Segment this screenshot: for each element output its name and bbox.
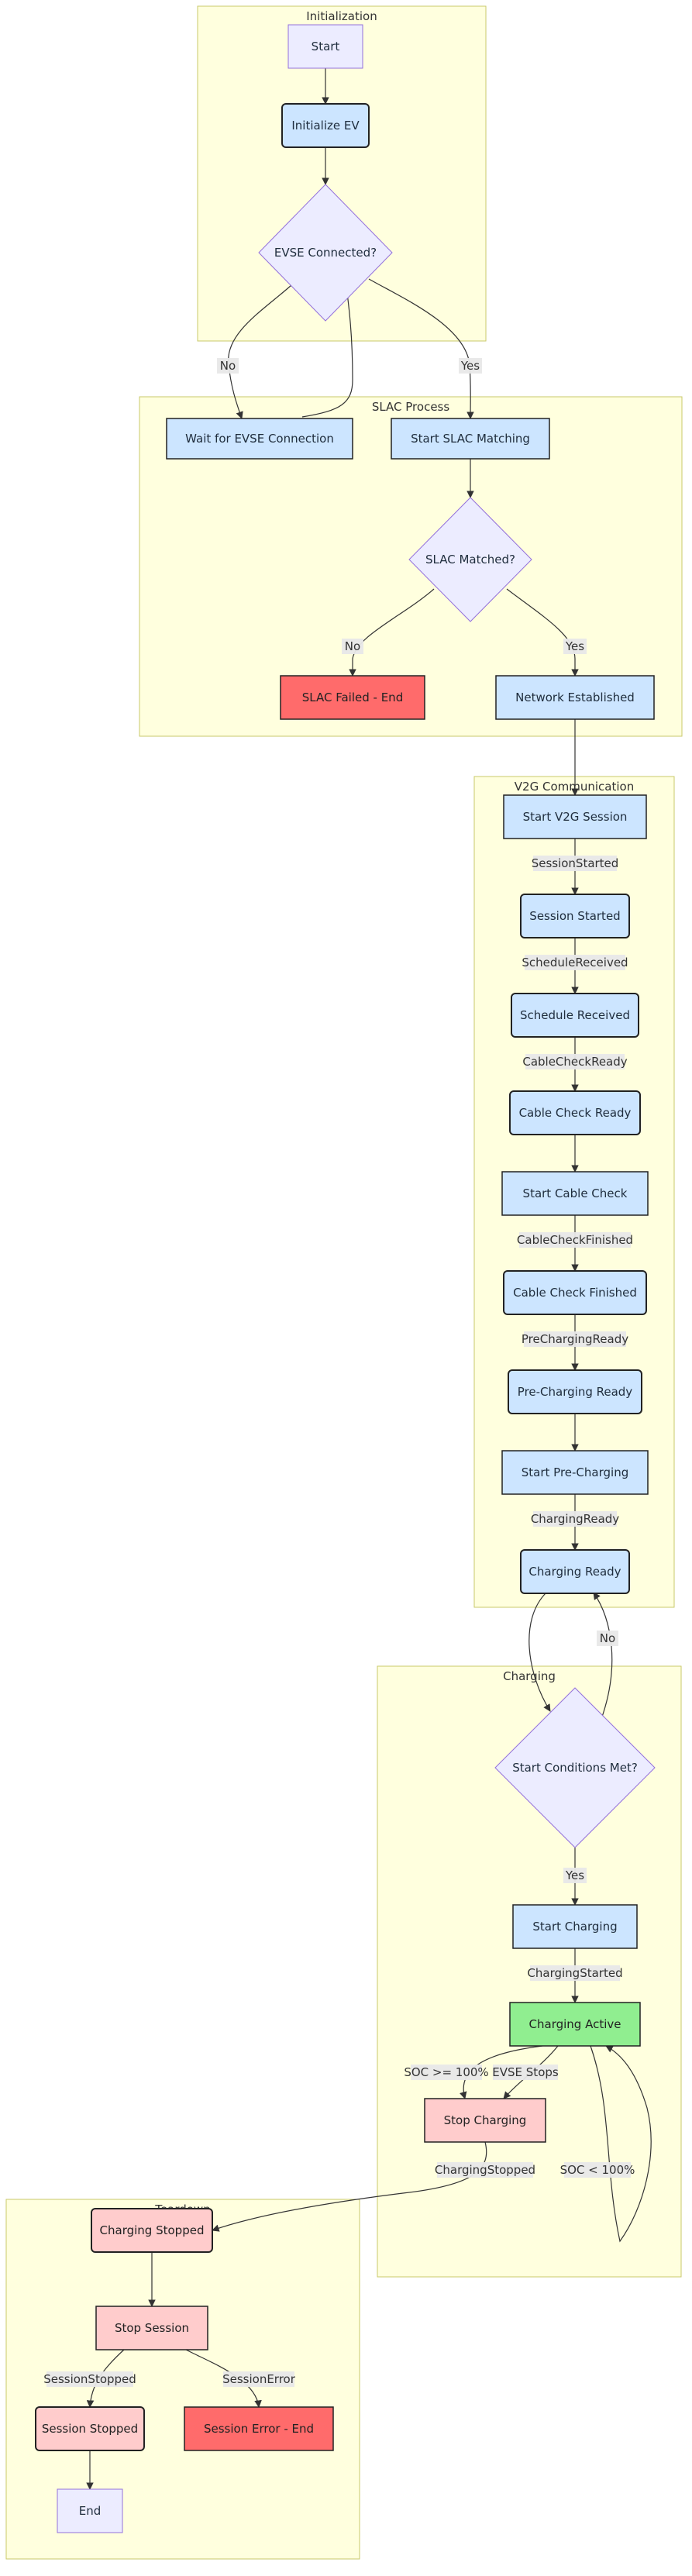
node-slac-matched-label: SLAC Matched? — [425, 553, 515, 567]
node-slac-matched[interactable]: SLAC Matched? — [408, 497, 532, 622]
edge-label-conditions-yes: Yes — [565, 1868, 584, 1882]
edge-label-evse-yes: Yes — [460, 359, 480, 373]
node-stop-session[interactable]: Stop Session — [95, 2306, 208, 2350]
node-start-slac[interactable]: Start SLAC Matching — [391, 418, 550, 460]
node-end-label: End — [79, 2504, 102, 2518]
node-start-cable-check[interactable]: Start Cable Check — [501, 1171, 649, 1216]
edge-label-soc-low: SOC < 100% — [560, 2163, 635, 2177]
node-end[interactable]: End — [57, 2488, 123, 2533]
edge-conditions-no — [593, 1592, 613, 1720]
node-charging-stopped[interactable]: Charging Stopped — [91, 2208, 213, 2253]
node-cable-check-ready-label: Cable Check Ready — [519, 1106, 632, 1120]
node-slac-failed[interactable]: SLAC Failed - End — [280, 675, 425, 720]
edge-label-charging-stopped: ChargingStopped — [435, 2163, 535, 2177]
node-cable-check-finished[interactable]: Cable Check Finished — [503, 1270, 647, 1315]
node-charging-ready-label: Charging Ready — [528, 1565, 621, 1579]
edge-label-charging-started: ChargingStarted — [527, 1966, 622, 1980]
edge-label-session-error: SessionError — [222, 2372, 296, 2386]
node-start-charging-label: Start Charging — [532, 1920, 617, 1934]
edge-label-charging-ready: ChargingReady — [531, 1512, 619, 1526]
node-cable-check-finished-label: Cable Check Finished — [513, 1286, 637, 1300]
node-network-established[interactable]: Network Established — [495, 675, 655, 720]
node-stop-charging[interactable]: Stop Charging — [424, 2098, 546, 2143]
node-session-started[interactable]: Session Started — [520, 894, 630, 938]
edge-label-cable-check-ready: CableCheckReady — [522, 1055, 627, 1069]
nodes: Start Initialize EV EVSE Connected? Wait… — [35, 24, 656, 2533]
node-evse-connected[interactable]: EVSE Connected? — [258, 184, 393, 322]
node-evse-connected-label: EVSE Connected? — [274, 246, 377, 260]
node-start[interactable]: Start — [287, 24, 363, 69]
edge-label-schedule-received: ScheduleReceived — [522, 956, 628, 969]
node-charging-stopped-label: Charging Stopped — [100, 2223, 205, 2237]
node-initialize-ev-label: Initialize EV — [291, 119, 360, 133]
edge-label-precharging-ready: PreChargingReady — [522, 1332, 628, 1346]
edge-soc-low — [590, 2045, 652, 2243]
node-charging-ready[interactable]: Charging Ready — [520, 1549, 630, 1594]
edge-slac-no — [349, 588, 435, 677]
cluster-charging-title: Charging — [503, 1669, 556, 1683]
edge-label-slac-no: No — [345, 639, 360, 653]
node-session-error[interactable]: Session Error - End — [184, 2406, 334, 2451]
edge-label-slac-yes: Yes — [565, 639, 584, 653]
edge-evse-no — [228, 284, 292, 419]
node-start-precharging[interactable]: Start Pre-Charging — [501, 1450, 649, 1495]
node-network-established-label: Network Established — [515, 690, 635, 704]
node-wait-evse[interactable]: Wait for EVSE Connection — [166, 418, 353, 460]
edge-label-conditions-no: No — [600, 1631, 615, 1645]
node-stop-charging-label: Stop Charging — [444, 2113, 527, 2127]
edge-label-session-stopped: SessionStopped — [43, 2372, 136, 2386]
node-session-stopped[interactable]: Session Stopped — [35, 2406, 145, 2451]
edge-labels: No Yes No Yes SessionStarted ScheduleRec… — [43, 358, 635, 2387]
node-start-v2g[interactable]: Start V2G Session — [503, 794, 647, 839]
node-start-conditions-label: Start Conditions Met? — [512, 1761, 638, 1775]
node-stop-session-label: Stop Session — [115, 2321, 189, 2335]
node-precharging-ready-label: Pre-Charging Ready — [518, 1385, 633, 1399]
node-start-v2g-label: Start V2G Session — [523, 810, 628, 824]
edge-label-soc-full: SOC >= 100% — [404, 2065, 488, 2079]
node-initialize-ev[interactable]: Initialize EV — [281, 103, 370, 148]
node-start-cable-check-label: Start Cable Check — [523, 1186, 628, 1200]
edge-evse-yes — [368, 278, 474, 419]
node-wait-evse-label: Wait for EVSE Connection — [185, 432, 334, 446]
node-start-conditions[interactable]: Start Conditions Met? — [494, 1687, 656, 1848]
node-precharging-ready[interactable]: Pre-Charging Ready — [508, 1369, 642, 1414]
node-start-charging[interactable]: Start Charging — [512, 1904, 638, 1949]
edge-label-evse-stops: EVSE Stops — [492, 2065, 559, 2079]
edge-label-cable-check-finished: CableCheckFinished — [517, 1233, 633, 1247]
edge-ready-conditions — [528, 1592, 551, 1712]
edge-label-evse-no: No — [220, 359, 236, 373]
node-charging-active-label: Charging Active — [529, 2017, 621, 2031]
node-charging-active[interactable]: Charging Active — [509, 2002, 641, 2047]
node-session-started-label: Session Started — [529, 909, 620, 923]
node-session-error-label: Session Error - End — [204, 2422, 314, 2436]
node-session-stopped-label: Session Stopped — [42, 2422, 138, 2436]
cluster-slac-title: SLAC Process — [372, 400, 450, 414]
node-schedule-received-label: Schedule Received — [520, 1008, 630, 1022]
cluster-initialization-title: Initialization — [306, 9, 377, 23]
cluster-v2g-title: V2G Communication — [515, 780, 634, 794]
node-slac-failed-label: SLAC Failed - End — [302, 690, 403, 704]
edge-slac-yes — [506, 588, 579, 677]
node-schedule-received[interactable]: Schedule Received — [511, 993, 639, 1038]
node-start-label: Start — [312, 40, 340, 53]
node-cable-check-ready[interactable]: Cable Check Ready — [509, 1090, 641, 1135]
node-start-precharging-label: Start Pre-Charging — [522, 1465, 628, 1479]
edge-label-session-started: SessionStarted — [532, 856, 619, 870]
node-start-slac-label: Start SLAC Matching — [411, 432, 530, 446]
